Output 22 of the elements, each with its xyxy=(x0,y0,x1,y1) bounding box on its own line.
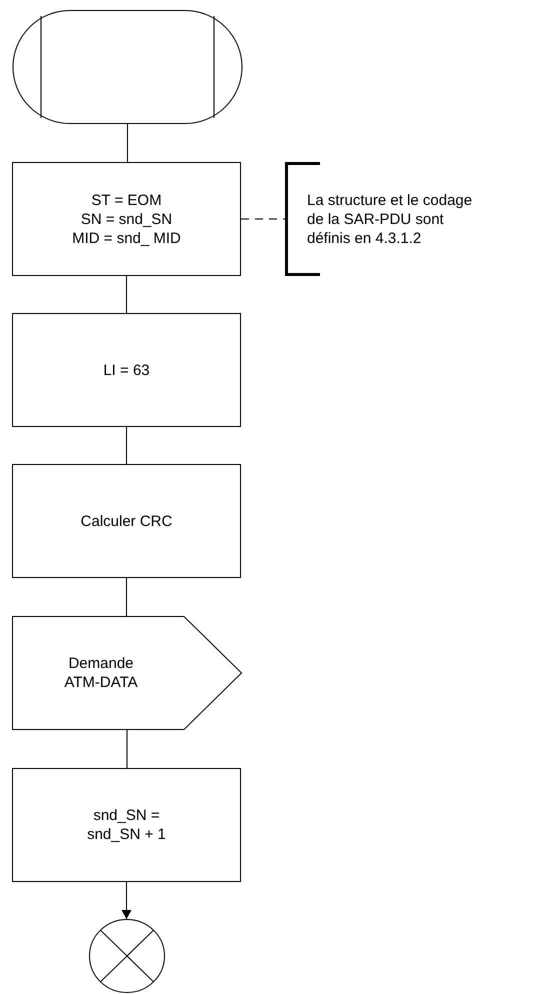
task-box xyxy=(12,768,241,882)
task-box xyxy=(12,162,241,276)
node-text: SN = snd_SN xyxy=(80,210,172,228)
node-text: snd_SN = snd_SN + 1 xyxy=(86,806,167,844)
flow-line xyxy=(126,730,128,768)
flow-line xyxy=(127,124,128,162)
task-box xyxy=(12,313,241,427)
node-text: Demande ATM-DATA xyxy=(63,654,139,692)
procedure-start-symbol xyxy=(13,10,242,124)
node-text: Calculer CRC xyxy=(80,512,172,530)
flow-line xyxy=(126,276,127,314)
task-box xyxy=(12,464,241,578)
flow-line xyxy=(126,578,127,616)
node-text: ST = EOM xyxy=(91,190,162,210)
node-text: MID = snd_ MID xyxy=(72,228,181,248)
flow-line xyxy=(122,882,132,920)
stop-symbol xyxy=(89,919,165,993)
flow-line xyxy=(126,426,127,464)
node-text: LI = 63 xyxy=(103,360,150,380)
output-signal-symbol xyxy=(12,616,242,730)
comment-connector xyxy=(240,218,286,220)
comment-text: La structure et le codage de la SAR-PDU sont définis en 4.3.1.2 xyxy=(307,190,474,248)
